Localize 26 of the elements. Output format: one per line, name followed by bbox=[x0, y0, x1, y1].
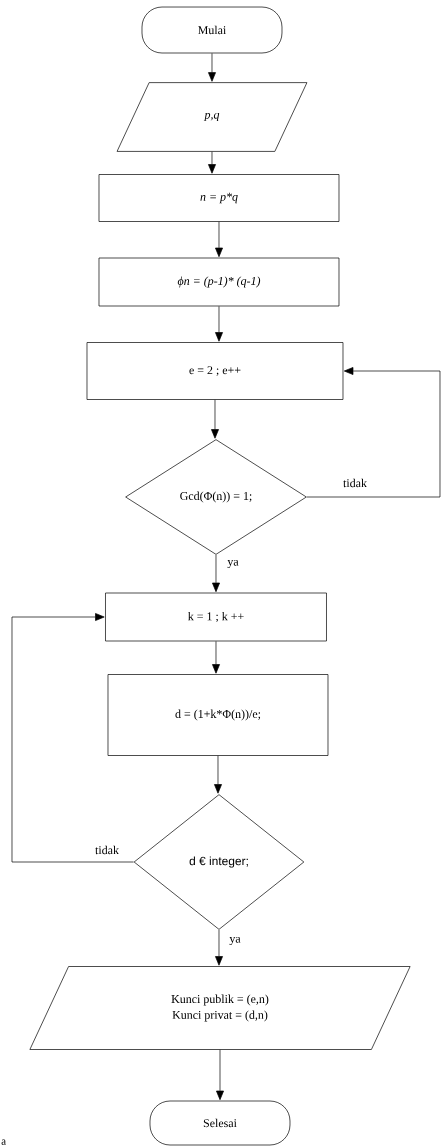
process-box: n = p*q bbox=[98, 174, 340, 222]
arrow bbox=[216, 1049, 224, 1101]
arrow bbox=[215, 306, 223, 342]
edge-label: tidak bbox=[342, 477, 368, 489]
process-box: ϕn = (p-1)* (q-1) bbox=[98, 257, 340, 307]
edge-label: tidak bbox=[94, 844, 120, 856]
arrow bbox=[212, 641, 220, 674]
process-box: d = (1+k*Φ(n))/e; bbox=[107, 674, 329, 756]
edge-label: ya bbox=[228, 935, 242, 947]
arrow bbox=[306, 367, 441, 498]
arrow bbox=[215, 221, 223, 258]
input-parallelogram: p,q bbox=[116, 82, 308, 152]
arrow bbox=[208, 151, 216, 174]
arrow bbox=[11, 613, 134, 863]
end-terminal: Selesai bbox=[149, 1100, 291, 1146]
arrow bbox=[208, 53, 216, 82]
arrow bbox=[211, 399, 219, 439]
start-terminal: Mulai bbox=[141, 6, 283, 54]
edge-label: ya bbox=[226, 558, 240, 570]
arrow bbox=[215, 929, 223, 966]
process-box: e = 2 ; e++ bbox=[86, 342, 344, 400]
arrow bbox=[212, 554, 220, 593]
figure-label: a bbox=[1, 1139, 6, 1145]
arrow bbox=[214, 755, 222, 794]
process-box: k = 1 ; k ++ bbox=[105, 592, 327, 642]
output-parallelogram: Kunci publik = (e,n) Kunci privat = (d,n) bbox=[29, 966, 411, 1050]
